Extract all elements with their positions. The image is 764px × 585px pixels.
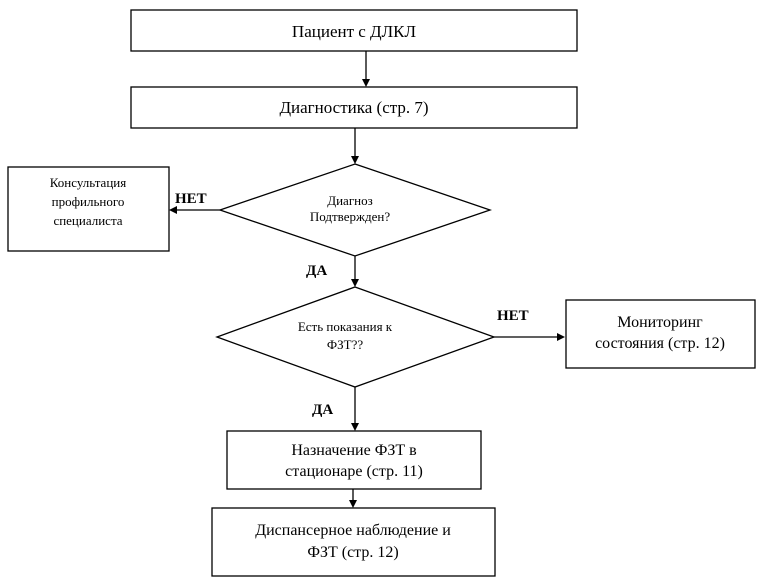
- edge-label-no-2: НЕТ: [497, 308, 529, 324]
- arrowhead: [349, 500, 357, 508]
- consultation-label-line1: Консультация: [50, 175, 126, 190]
- patient-label: Пациент с ДЛКЛ: [292, 22, 417, 41]
- arrowhead: [557, 333, 565, 341]
- arrowhead: [351, 156, 359, 164]
- diagnosis-confirmed-label-line2: Подтвержден?: [310, 209, 390, 224]
- patient-box: [130, 9, 578, 52]
- dispensary-label-line2: ФЗТ (стр. 12): [307, 544, 398, 561]
- monitoring-label-line1: Мониторинг: [617, 314, 703, 331]
- monitoring-box: [565, 299, 756, 369]
- consultation-label-line2: профильного: [52, 194, 125, 209]
- arrowhead: [362, 79, 370, 87]
- inpatient-pdt-box: [226, 430, 482, 490]
- edge-label-no-1: НЕТ: [175, 191, 207, 207]
- edge-label-yes-2: ДА: [312, 402, 333, 418]
- diagnosis-confirmed-label-line1: Диагноз: [327, 193, 373, 208]
- arrowhead: [351, 279, 359, 287]
- diagnostics-box: [130, 86, 578, 129]
- diagnostics-label: Диагностика (стр. 7): [279, 98, 428, 117]
- pdt-indications-label-line2: ФЗТ??: [327, 337, 363, 352]
- pdt-indications-label-line1: Есть показания к: [298, 319, 393, 334]
- inpatient-pdt-label-line1: Назначение ФЗТ в: [291, 442, 417, 459]
- arrowhead: [351, 423, 359, 431]
- dispensary-label-line1: Диспансерное наблюдение и: [255, 522, 451, 539]
- consultation-label-line3: специалиста: [53, 213, 122, 228]
- monitoring-label-line2: состояния (стр. 12): [595, 335, 725, 352]
- arrowhead: [169, 206, 177, 214]
- inpatient-pdt-label-line2: стационаре (стр. 11): [285, 463, 423, 480]
- dispensary-box: [211, 507, 496, 577]
- edge-label-yes-1: ДА: [306, 263, 327, 279]
- consultation-box: [7, 166, 170, 252]
